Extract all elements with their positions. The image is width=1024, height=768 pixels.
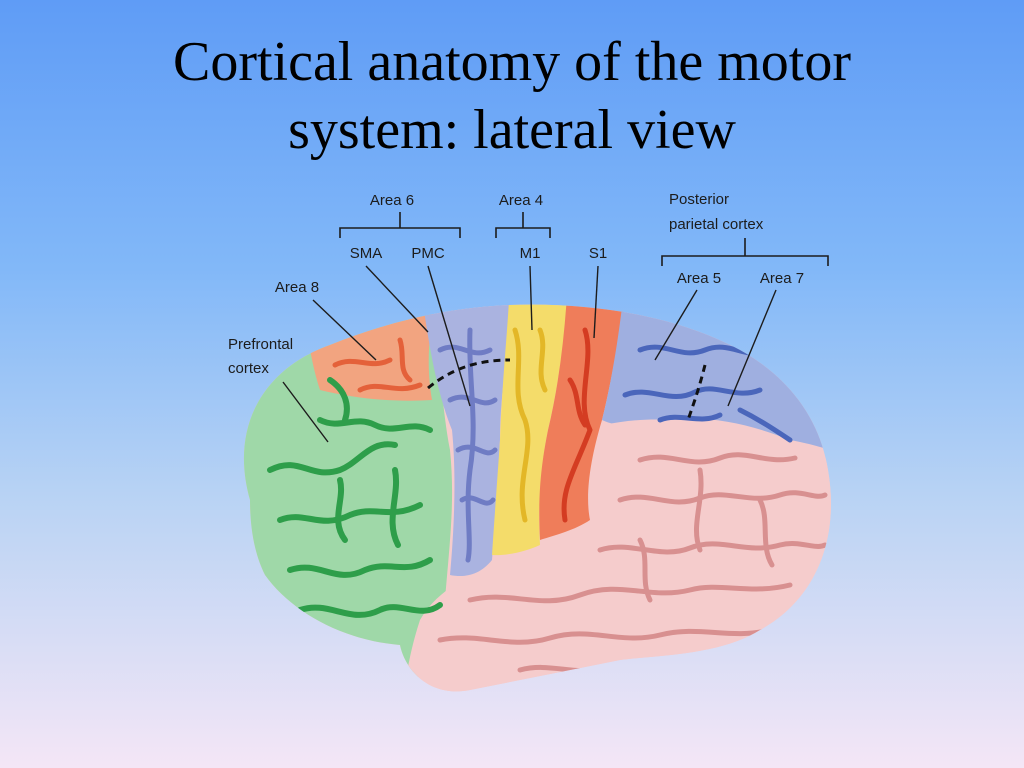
area6-sulci [437,327,498,563]
prefrontal-sulci [267,377,443,618]
m1-sulci [512,327,548,523]
m1-label: M1 [520,245,541,262]
area5-area7-boundary-dashed [686,364,707,421]
area8-leader [312,299,377,361]
sma-pmc-boundary-dashed [427,358,511,390]
sma-leader [365,265,429,333]
area8-region [300,304,440,401]
pmc-label: PMC [411,245,445,262]
area7-leader [727,289,777,407]
prefrontal-label-line2: cortex [228,360,269,377]
m1-region [492,304,570,556]
area7-label: Area 7 [760,270,804,287]
region-labels: Area 6 SMA PMC Area 4 M1 S1 Posterior pa… [228,191,804,377]
leader-lines [282,265,777,443]
posterior-parietal-label-line2: parietal cortex [669,216,764,233]
area8-label: Area 8 [275,279,319,296]
prefrontal-leader [282,381,329,443]
brain-regions [243,304,831,692]
slide-title: Cortical anatomy of the motor system: la… [0,28,1024,164]
area6-label: Area 6 [370,192,414,209]
pmc-leader [427,265,471,407]
posterior-parietal-label-line1: Posterior [669,191,729,208]
area6-bracket [339,212,461,238]
area4-bracket [495,212,551,238]
prefrontal-label-line1: Prefrontal [228,336,293,353]
s1-leader [593,265,599,339]
m1-leader [529,265,533,331]
area5-label: Area 5 [677,270,721,287]
posterior-parietal-bracket [661,238,829,266]
temporal-sulci [437,452,828,674]
label-brackets [339,212,829,266]
area8-sulci [332,337,423,393]
sma-label: SMA [350,245,383,262]
area5-leader [654,289,698,361]
title-line-2: system: lateral view [288,99,736,161]
title-line-1: Cortical anatomy of the motor [172,31,852,93]
s1-sulci [561,327,593,523]
area4-label: Area 4 [499,192,543,209]
s1-label: S1 [589,245,607,262]
